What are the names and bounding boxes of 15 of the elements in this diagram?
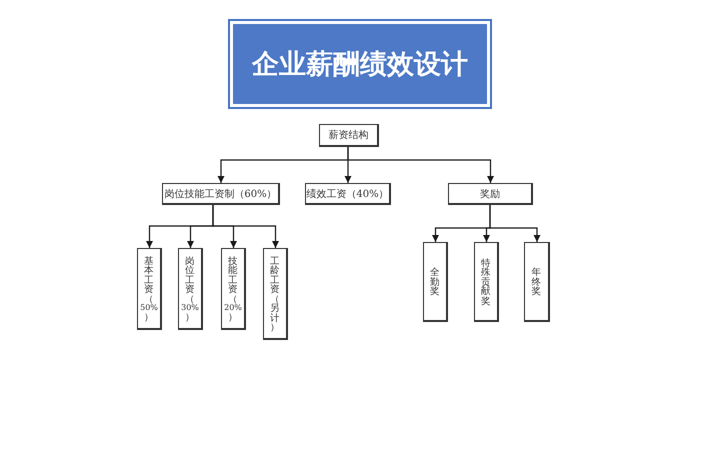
org-chart-box: 薪资结构: [319, 124, 379, 147]
title-banner: 企业薪酬绩效设计: [233, 24, 487, 104]
vertical-text-box: 工龄工资（另计）: [263, 248, 288, 340]
vertical-text-box: 岗位工资（30%）: [178, 248, 203, 330]
vertical-text-box: 特殊贡献奖: [474, 242, 499, 322]
vertical-text-box: 全勤奖: [423, 242, 448, 322]
vertical-text-box: 技能工资（20%）: [221, 248, 246, 330]
vertical-text-box: 基本工资（50%）: [137, 248, 162, 330]
vertical-text-box: 年终奖: [524, 242, 550, 322]
org-chart-box: 岗位技能工资制（60%）: [162, 183, 280, 205]
connector-arrow: [489, 205, 540, 242]
org-chart-box: 奖励: [448, 183, 533, 205]
org-chart-box: 绩效工资（40%）: [305, 183, 391, 205]
connector-arrow: [347, 147, 494, 183]
connector-arrow: [212, 205, 279, 248]
